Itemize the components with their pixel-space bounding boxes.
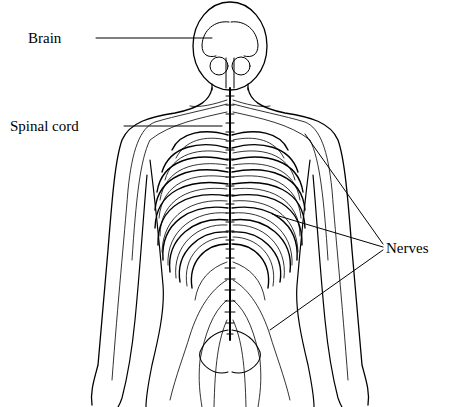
nerves-label: Nerves [386, 239, 428, 257]
ribs [155, 132, 228, 288]
brain-label: Brain [28, 29, 61, 47]
pelvis [200, 330, 228, 373]
cerebellum [232, 57, 250, 75]
brainstem [226, 58, 234, 88]
leader-lines [96, 38, 383, 330]
brain-hemisphere [202, 22, 229, 57]
spinal-cord-label: Spinal cord [10, 117, 79, 135]
nerve-branches [112, 100, 227, 407]
head-outline [193, 2, 267, 90]
arm-inner [118, 175, 147, 407]
body-outline [91, 88, 212, 405]
spinal-column [225, 88, 235, 340]
cerebellum [210, 57, 228, 75]
brain-hemisphere [231, 22, 258, 57]
